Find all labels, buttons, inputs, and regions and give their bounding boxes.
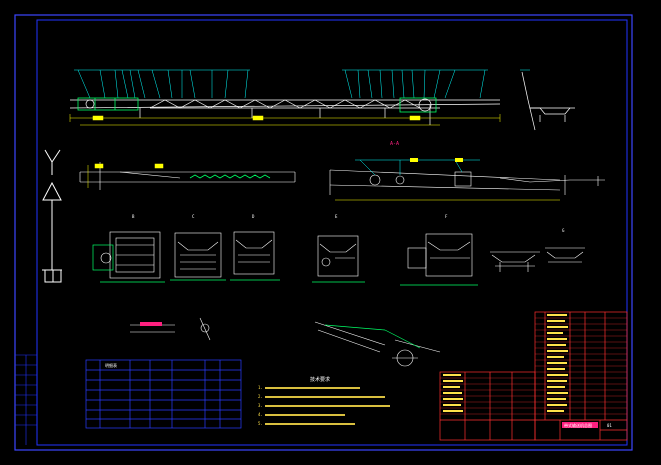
title-block-number: 01: [607, 423, 612, 428]
inner-frame: [36, 19, 628, 446]
section-label-d: D: [252, 214, 255, 219]
title-block-name: 带式输送机总图: [564, 422, 592, 428]
plan-view-left: [79, 162, 296, 190]
note-4: 4.: [258, 412, 263, 417]
leader-lines: [77, 69, 486, 99]
outer-border: [14, 14, 633, 451]
section-label-b: B: [132, 214, 135, 219]
parts-table: [85, 359, 242, 429]
plan-view-right: [329, 158, 605, 201]
section-views: B C D E F G: [92, 214, 585, 286]
conveyor-main-view: A-A: [69, 69, 575, 147]
note-2: 2.: [258, 394, 263, 399]
notes-title: 技术要求: [310, 376, 330, 383]
direction-arrow-icon: [42, 181, 62, 283]
section-label-e: E: [335, 214, 338, 219]
main-view-caption: A-A: [390, 141, 399, 147]
detail-parts: [130, 317, 441, 367]
note-1: 1.: [258, 385, 263, 390]
margin-ticks: [15, 354, 37, 445]
technical-notes: 技术要求 1. 2. 3. 4. 5.: [258, 376, 390, 426]
section-label-f: F: [445, 214, 448, 219]
parts-table-header: 明细表: [105, 362, 117, 368]
y-axis-symbol-icon: [44, 149, 61, 175]
title-block: [439, 311, 628, 441]
section-label-g: G: [562, 228, 565, 233]
section-label-c: C: [192, 214, 195, 219]
note-3: 3.: [258, 403, 263, 408]
note-5: 5.: [258, 421, 263, 426]
